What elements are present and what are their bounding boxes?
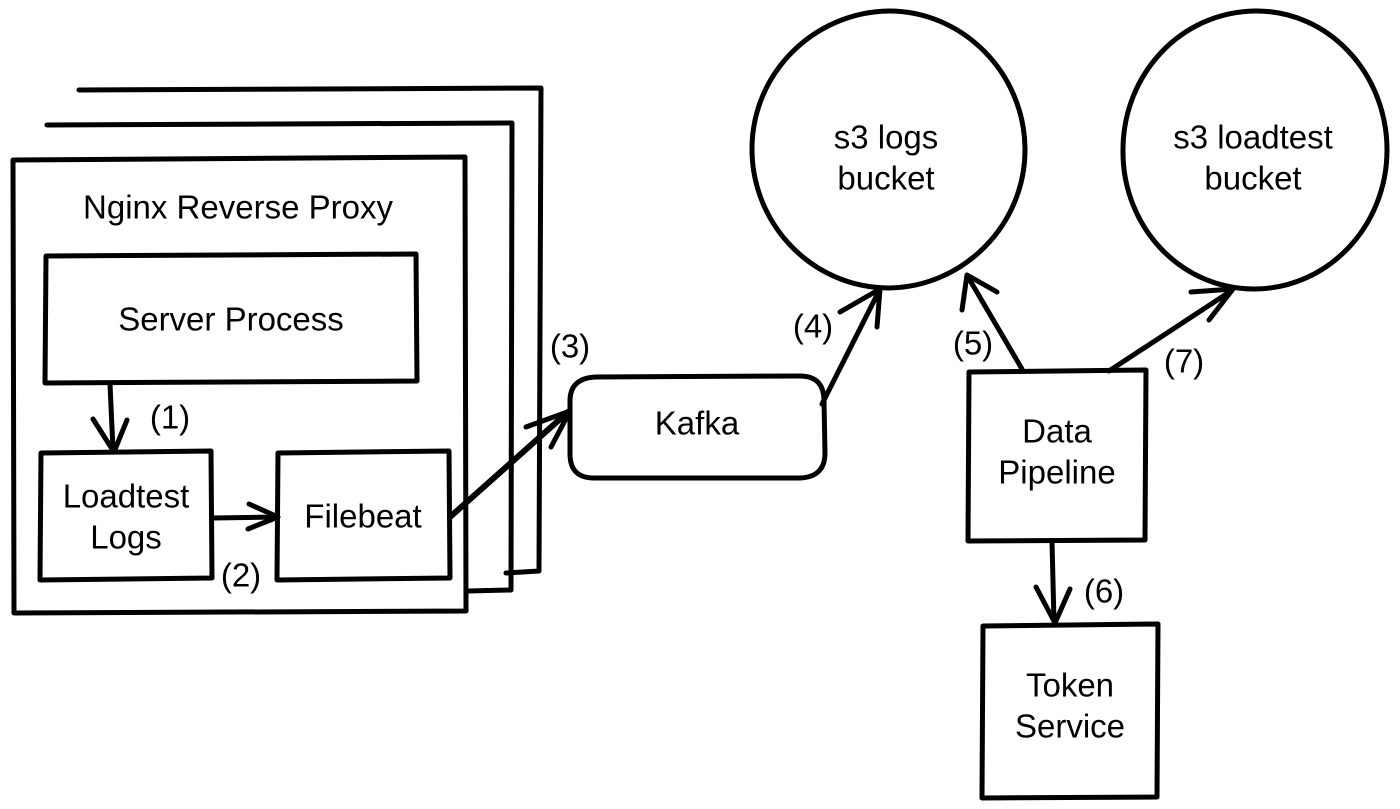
edge-3-label: (3): [550, 328, 590, 365]
node-server-process[interactable]: Server Process: [42, 251, 420, 386]
edge-5-label: (5): [953, 325, 993, 362]
edge-2-loadtest-logs-to-filebeat: (2): [210, 501, 281, 594]
node-filebeat[interactable]: Filebeat: [274, 448, 453, 583]
s3-logs-bucket-label-line1: s3 logs: [834, 119, 939, 156]
edge-7-label: (7): [1164, 343, 1204, 380]
s3-logs-bucket-label-line2: bucket: [837, 160, 934, 197]
node-kafka[interactable]: Kafka: [567, 373, 828, 481]
data-pipeline-label-line2: Pipeline: [998, 454, 1115, 491]
edge-4-label: (4): [793, 308, 833, 345]
edge-1-label: (1): [150, 399, 190, 436]
server-process-label: Server Process: [118, 301, 344, 338]
node-token-service[interactable]: Token Service: [979, 621, 1161, 801]
s3-loadtest-bucket-label-line2: bucket: [1204, 160, 1301, 197]
edge-7-data-pipeline-to-s3-loadtest-bucket: (7): [1106, 286, 1236, 380]
token-service-label-line2: Service: [1015, 708, 1125, 745]
nginx-proxy-stack-frame-back: [76, 85, 544, 576]
nginx-proxy-stack-frame-middle: [44, 120, 515, 594]
token-service-label-line1: Token: [1026, 667, 1114, 704]
filebeat-label: Filebeat: [304, 498, 421, 535]
edge-6-label: (6): [1084, 573, 1124, 610]
edge-5-data-pipeline-to-s3-logs-bucket: (5): [953, 272, 1025, 372]
kafka-label: Kafka: [655, 405, 740, 442]
node-loadtest-logs[interactable]: Loadtest Logs: [37, 448, 215, 583]
edge-6-data-pipeline-to-token-service: (6): [1033, 539, 1124, 626]
node-s3-logs-bucket[interactable]: s3 logs bucket: [749, 8, 1028, 291]
edge-3-filebeat-to-kafka: (3): [447, 328, 590, 520]
data-pipeline-label-line1: Data: [1022, 413, 1092, 450]
node-data-pipeline[interactable]: Data Pipeline: [965, 367, 1149, 544]
edge-2-label: (2): [221, 557, 261, 594]
s3-loadtest-bucket-label-line1: s3 loadtest: [1173, 119, 1333, 156]
nginx-proxy-container: Nginx Reverse Proxy: [10, 154, 469, 616]
loadtest-logs-label-line1: Loadtest: [63, 478, 190, 515]
loadtest-logs-label-line2: Logs: [90, 519, 162, 556]
node-s3-loadtest-bucket[interactable]: s3 loadtest bucket: [1120, 8, 1390, 292]
edge-1-server-process-to-loadtest-logs: (1): [90, 381, 190, 455]
nginx-proxy-title: Nginx Reverse Proxy: [83, 189, 393, 226]
edge-4-kafka-to-s3-logs-bucket: (4): [793, 286, 883, 407]
